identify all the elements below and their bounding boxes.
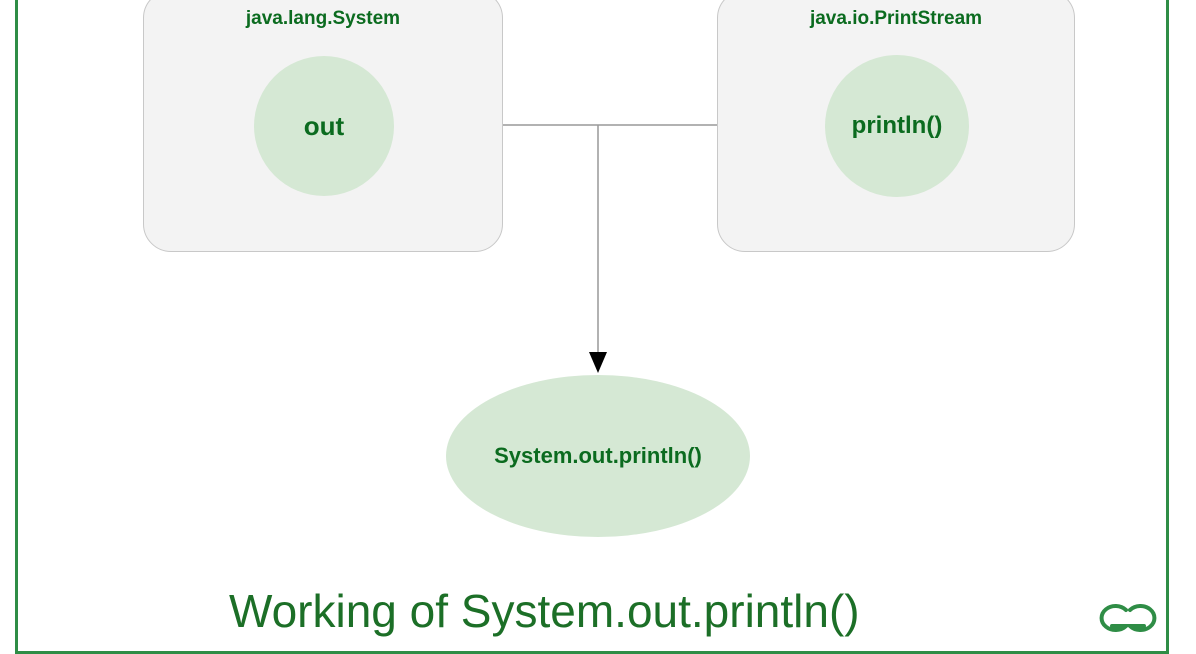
printstream-class-box: java.io.PrintStream println() xyxy=(717,0,1075,252)
printstream-class-title: java.io.PrintStream xyxy=(809,8,983,29)
out-field-node: out xyxy=(254,56,394,196)
system-class-title: java.lang.System xyxy=(245,8,401,29)
diagram-caption: Working of System.out.println() xyxy=(229,585,860,637)
arrow-head-icon xyxy=(589,352,607,373)
println-method-node: println() xyxy=(825,55,969,197)
system-out-println-node: System.out.println() xyxy=(446,375,750,537)
system-class-box: java.lang.System out xyxy=(143,0,503,252)
gfg-logo-icon xyxy=(1099,604,1157,632)
connector-lines xyxy=(503,124,717,373)
